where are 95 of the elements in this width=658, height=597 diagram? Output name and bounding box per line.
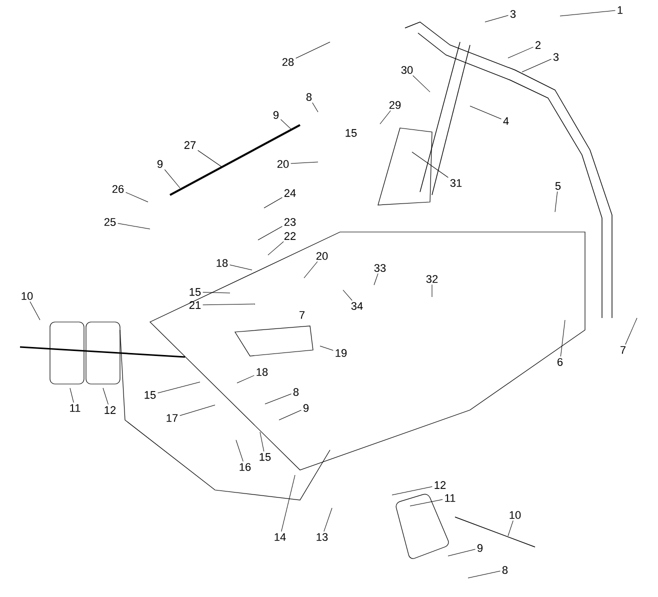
leader-line	[202, 304, 256, 306]
callout-number: 8	[502, 566, 508, 574]
callout-number: 34	[351, 302, 363, 310]
callout-number: 9	[303, 404, 309, 412]
callout-number: 15	[346, 129, 357, 137]
callout-number: 17	[166, 414, 178, 422]
callout-number: 13	[316, 533, 328, 541]
leader-line	[30, 301, 40, 320]
leader-line	[304, 261, 318, 278]
callout-number: 12	[434, 481, 446, 489]
leader-line	[560, 320, 566, 357]
leader-line	[470, 106, 502, 120]
callout-number: 3	[553, 53, 559, 61]
leader-line	[410, 499, 443, 506]
leader-line	[448, 548, 476, 556]
leader-line	[468, 570, 500, 578]
leader-line	[312, 102, 318, 112]
callout-number: 20	[277, 160, 289, 168]
leader-line	[392, 486, 432, 496]
callout-number: 26	[112, 185, 124, 193]
leader-line	[230, 264, 252, 270]
callout-number: 2	[536, 41, 541, 49]
callout-number: 3	[510, 10, 516, 18]
leader-line	[264, 197, 282, 208]
callout-number: 16	[240, 463, 251, 471]
callout-number: 9	[157, 160, 163, 168]
leader-line	[158, 382, 200, 394]
leader-line	[508, 46, 534, 58]
leader-line	[264, 394, 292, 404]
leader-line	[380, 110, 391, 124]
callout-number: 7	[300, 311, 305, 319]
leader-line	[180, 404, 216, 416]
leader-line	[126, 192, 148, 202]
leader-line	[236, 375, 254, 384]
leader-line	[164, 169, 180, 188]
callout-number: 11	[70, 404, 80, 412]
leader-line	[324, 508, 332, 532]
callout-number: 9	[273, 111, 279, 119]
leader-line	[412, 75, 430, 92]
callout-number: 6	[558, 358, 563, 366]
callout-number: 23	[284, 218, 296, 226]
callout-number: 15	[260, 453, 271, 461]
callout-number: 28	[282, 58, 294, 66]
leader-line	[278, 410, 302, 420]
leader-line	[320, 346, 334, 351]
leader-line	[374, 273, 378, 286]
leader-line	[412, 152, 448, 178]
callout-number: 9	[477, 544, 483, 552]
leader-line	[522, 58, 552, 72]
callout-number: 30	[401, 66, 413, 74]
callout-number: 21	[189, 301, 201, 309]
leader-line	[554, 191, 558, 212]
leader-line	[280, 119, 292, 130]
leader-line	[560, 10, 616, 16]
callout-number: 5	[555, 182, 561, 190]
callout-number: 25	[104, 218, 116, 226]
callout-number: 14	[274, 533, 286, 541]
callout-number: 20	[316, 252, 328, 260]
callout-number: 15	[190, 288, 201, 296]
leader-line	[268, 241, 284, 256]
callout-number: 4	[503, 117, 509, 125]
callout-number: 15	[144, 391, 156, 399]
callout-number: 18	[256, 368, 268, 376]
leader-line	[236, 440, 244, 462]
callout-number: 24	[284, 189, 296, 197]
leader-line	[484, 15, 508, 22]
callout-number: 32	[426, 275, 438, 283]
leader-line	[118, 223, 150, 230]
callout-number: 7	[620, 346, 626, 354]
leader-line	[102, 388, 108, 405]
leader-line	[290, 162, 318, 164]
callout-number: 18	[216, 259, 228, 267]
callout-number: 27	[184, 141, 196, 149]
callout-number: 8	[306, 93, 312, 101]
callout-number: 19	[336, 349, 347, 357]
leader-line	[281, 474, 296, 532]
callout-number: 29	[389, 101, 401, 109]
leader-line	[70, 388, 74, 403]
callout-number: 10	[22, 292, 33, 300]
callout-number: 8	[293, 388, 299, 396]
leader-line	[342, 290, 352, 301]
leader-line	[296, 42, 330, 59]
callout-number: 33	[374, 264, 386, 272]
callout-number: 12	[104, 406, 116, 414]
callout-number: 31	[450, 179, 462, 187]
leader-line	[258, 226, 282, 240]
leader-line	[260, 432, 264, 452]
leader-line	[202, 292, 230, 294]
callout-number: 22	[284, 232, 296, 240]
leader-line	[625, 318, 638, 345]
leader-line	[198, 150, 222, 168]
leader-line	[508, 520, 514, 536]
callout-number: 1	[618, 6, 623, 14]
callout-number: 10	[510, 511, 521, 519]
callout-number: 11	[445, 494, 456, 502]
